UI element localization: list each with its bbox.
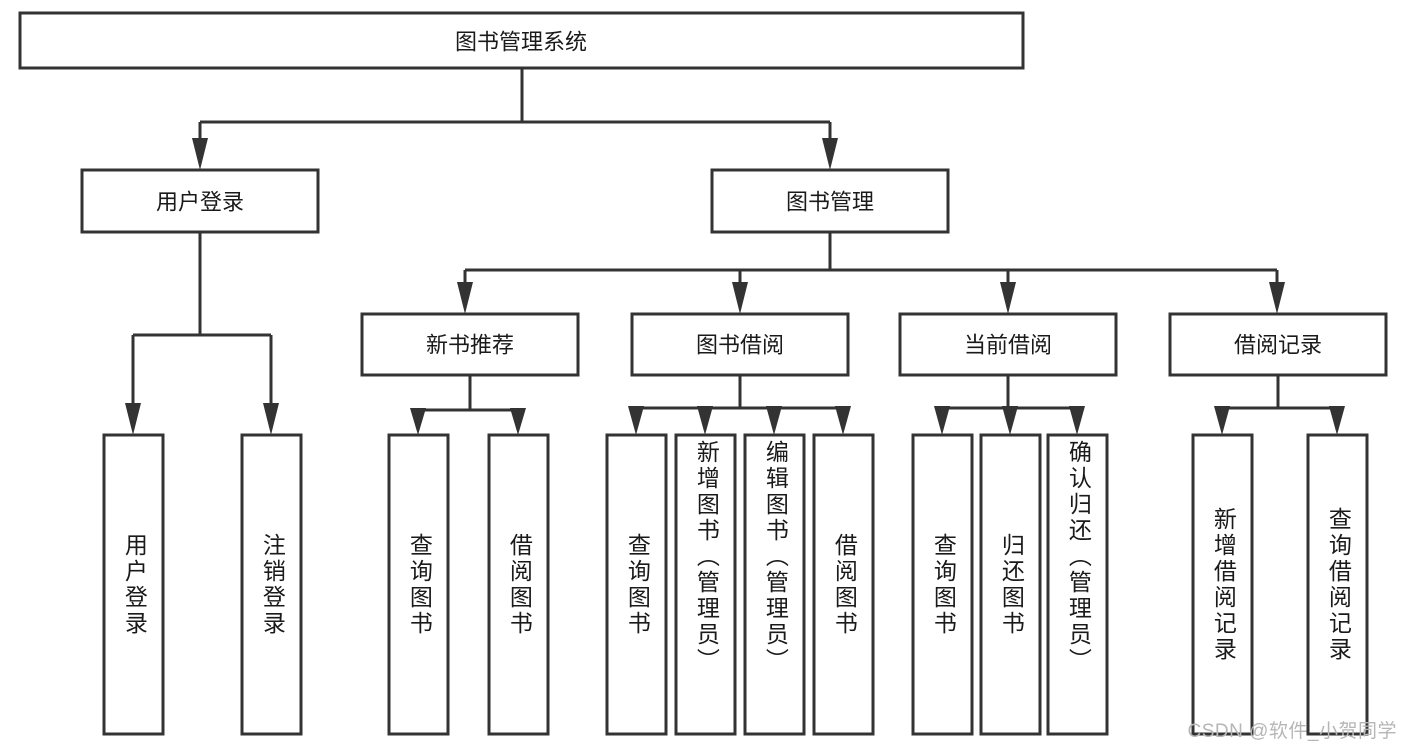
leaf-box-borrow-record-2[interactable] [1306, 433, 1369, 736]
leaf-box-new-book-1[interactable] [387, 433, 450, 736]
arrow-currentborrow-leaf-3 [1069, 406, 1085, 435]
arrow-bookborrow-leaf-3 [766, 406, 782, 435]
node-user-login[interactable]: 用户登录 [80, 168, 320, 234]
leaf-box-book-borrow-4[interactable] [812, 433, 875, 736]
leaf-box-book-borrow-1[interactable] [605, 433, 668, 736]
watermark-text: CSDN @软件_小贺同学 [1187, 721, 1397, 742]
arrow-to-user-login [192, 138, 208, 170]
node-user-login-label: 用户登录 [156, 190, 244, 215]
arrow-borrowrecord-leaf-1 [1214, 406, 1230, 435]
arrow-newbook-leaf-1 [410, 408, 426, 435]
arrow-currentborrow-leaf-2 [1002, 406, 1018, 435]
connector-layer [125, 68, 1345, 435]
arrow-to-book-manage [822, 138, 838, 170]
arrow-currentborrow-leaf-1 [934, 406, 950, 435]
arrow-borrowrecord-leaf-2 [1329, 406, 1345, 435]
node-current-borrow-box[interactable] [898, 312, 1118, 377]
leaf-box-book-borrow-2[interactable] [674, 433, 737, 736]
arrow-bookborrow-leaf-4 [835, 406, 851, 435]
node-new-book-recommend[interactable]: 新书推荐 [360, 312, 580, 377]
leaf-box-current-borrow-3[interactable] [1046, 433, 1109, 736]
node-root-label: 图书管理系统 [455, 30, 587, 55]
node-borrow-record-box[interactable] [1168, 312, 1388, 377]
node-user-login-box[interactable] [80, 168, 320, 234]
leaf-box-user-login-1[interactable] [102, 433, 165, 736]
arrow-userlogin-leaf-2 [263, 403, 279, 435]
arrow-userlogin-leaf-1 [125, 403, 141, 435]
node-book-manage-label: 图书管理 [786, 190, 874, 215]
leaf-box-user-login-2[interactable] [240, 433, 303, 736]
arrow-newbook-leaf-2 [510, 408, 526, 435]
node-book-borrow-label: 图书借阅 [696, 333, 784, 358]
arrow-bookborrow-leaf-1 [628, 406, 644, 435]
leaf-box-current-borrow-1[interactable] [911, 433, 974, 736]
arrow-bookborrow-leaf-2 [697, 406, 713, 435]
node-current-borrow-label: 当前借阅 [964, 333, 1052, 358]
leaf-box-current-borrow-2[interactable] [979, 433, 1042, 736]
node-book-manage-box[interactable] [710, 168, 950, 234]
node-root-box[interactable] [18, 11, 1025, 70]
node-new-book-recommend-box[interactable] [360, 312, 580, 377]
node-borrow-record-label: 借阅记录 [1234, 333, 1322, 358]
arrow-to-current-borrow [1000, 282, 1016, 314]
node-book-borrow-box[interactable] [630, 312, 850, 377]
leaf-box-borrow-record-1[interactable] [1191, 433, 1254, 736]
arrow-to-new-book [457, 282, 473, 314]
node-current-borrow[interactable]: 当前借阅 [898, 312, 1118, 377]
arrow-to-borrow-record [1269, 282, 1285, 314]
leaf-box-book-borrow-3[interactable] [743, 433, 806, 736]
node-borrow-record[interactable]: 借阅记录 [1168, 312, 1388, 377]
node-new-book-recommend-label: 新书推荐 [426, 333, 514, 358]
arrow-to-book-borrow [732, 282, 748, 314]
leaf-box-new-book-2[interactable] [487, 433, 550, 736]
node-root[interactable]: 图书管理系统 [18, 11, 1025, 70]
node-book-manage[interactable]: 图书管理 [710, 168, 950, 234]
node-book-borrow[interactable]: 图书借阅 [630, 312, 850, 377]
